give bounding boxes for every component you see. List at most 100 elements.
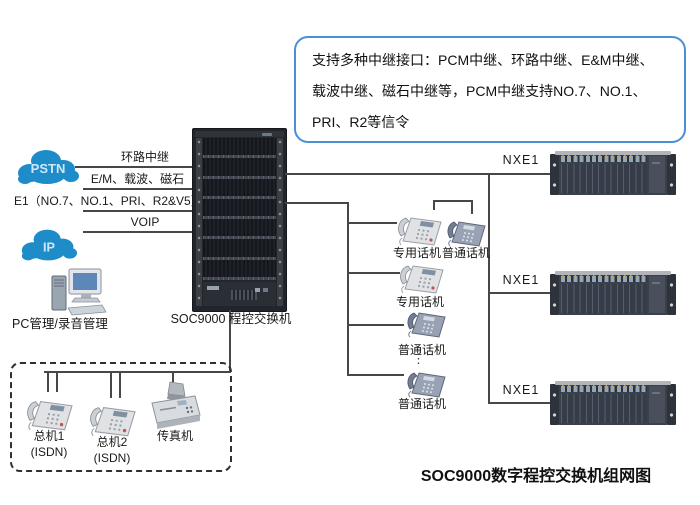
shelf-body <box>559 385 667 425</box>
card-ejectors <box>561 385 647 392</box>
voip-trunk-label: VOIP <box>130 215 160 229</box>
connector-line <box>119 371 121 398</box>
connector-line <box>347 374 404 376</box>
diagram-title: SOC9000数字程控交换机组网图 <box>420 468 652 485</box>
connector-line <box>433 200 435 210</box>
basic-phone-icon <box>407 312 446 338</box>
connector-line <box>44 371 231 373</box>
keyphone-icon <box>398 217 442 246</box>
pc-label: PC管理/录音管理 <box>12 317 108 331</box>
card-slots <box>561 284 647 313</box>
basic-phone-icon <box>407 372 446 398</box>
phone-label: 专用话机 <box>395 295 444 309</box>
connector-line <box>285 173 550 175</box>
shelf-body <box>559 275 667 315</box>
connector-line <box>110 371 112 398</box>
card-slots <box>561 164 647 193</box>
mounting-ear <box>550 154 559 195</box>
connector-line <box>488 173 490 403</box>
connector-line <box>347 272 400 274</box>
soc9000-rack <box>192 128 287 312</box>
loop-trunk-label: 环路中继 <box>120 150 169 164</box>
shelf-top-edge <box>555 151 671 155</box>
rack-shelf <box>203 158 276 179</box>
nxe1-shelf-1 <box>550 151 676 195</box>
connector-line <box>47 371 49 392</box>
mounting-ear <box>550 384 559 425</box>
connector-line <box>83 210 192 212</box>
phone-label: 专用话机 <box>392 246 441 260</box>
basic-phone-icon <box>447 221 486 247</box>
rack-port <box>263 288 268 292</box>
connector-line <box>229 310 231 373</box>
extension-label: 总机2 <box>96 435 128 449</box>
connector-line <box>471 200 473 214</box>
rack-vent <box>231 290 257 300</box>
side-panel <box>649 386 665 423</box>
callout-line-1: 支持多种中继接口：PCM中继、环路中继、E&M中继、 <box>312 52 654 68</box>
side-panel <box>649 276 665 313</box>
phone-label: 普通话机 <box>441 246 490 260</box>
side-panel <box>649 156 665 193</box>
rack-base-panel <box>203 282 276 306</box>
connector-line <box>347 202 349 376</box>
mounting-ear <box>667 154 676 195</box>
nxe1-label-3: NXE1 <box>502 383 540 397</box>
keyphone-icon <box>90 407 136 437</box>
shelf-top-edge <box>555 271 671 275</box>
rack-top-cap <box>195 131 284 137</box>
connector-line <box>83 188 192 190</box>
nxe1-label-2: NXE1 <box>502 273 540 287</box>
nxe1-shelf-2 <box>550 271 676 315</box>
connector-line <box>347 324 404 326</box>
extension-group-box <box>10 362 232 472</box>
connector-line <box>285 202 349 204</box>
rack-shelf <box>203 178 276 200</box>
rack-card-shelves <box>203 138 276 281</box>
connector-line <box>347 222 397 224</box>
pstn-cloud-icon: PSTN <box>18 150 79 184</box>
card-ejectors <box>561 275 647 282</box>
em-trunk-label: E/M、载波、磁石 <box>90 172 185 186</box>
rack-shelf <box>203 138 276 159</box>
keyphone-icon <box>27 401 73 431</box>
fax-icon <box>151 381 201 429</box>
extension-label: 总机1 <box>33 429 65 443</box>
mounting-ear <box>667 274 676 315</box>
rack-shelf <box>203 259 276 281</box>
connector-line <box>488 402 550 404</box>
ip-cloud-label: IP <box>43 240 56 254</box>
rack-rail-left <box>196 138 202 306</box>
shelf-body <box>559 155 667 195</box>
connector-line <box>488 292 550 294</box>
connector-line <box>172 371 174 385</box>
callout-note: 支持多种中继接口：PCM中继、环路中继、E&M中继、 载波中继、磁石中继等，PC… <box>294 36 686 143</box>
nxe1-shelf-3 <box>550 381 676 425</box>
connector-line <box>56 371 58 392</box>
phone-label: 普通话机 <box>397 397 446 411</box>
connector-line <box>83 231 192 233</box>
callout-line-3: PRI、R2等信令 <box>312 114 410 130</box>
connector-line <box>75 166 192 168</box>
rack-badge <box>207 286 219 290</box>
e1-trunk-label: E1（NO.7、NO.1、PRI、R2&V5） <box>14 194 203 208</box>
mounting-ear <box>550 274 559 315</box>
soc9000-rack-label: SOC9000 程控交换机 <box>170 312 292 326</box>
ellipsis-dots: ⋮ <box>412 351 425 366</box>
pstn-cloud-label: PSTN <box>31 161 66 176</box>
fax-label: 传真机 <box>156 429 193 443</box>
rack-shelf <box>203 239 276 260</box>
rack-shelf <box>203 219 276 240</box>
rack-shelf <box>203 198 276 220</box>
keyphone-icon <box>400 265 444 294</box>
nxe1-label-1: NXE1 <box>502 153 540 167</box>
connector-line <box>433 200 473 202</box>
phone-label: 普通话机 <box>397 343 446 357</box>
pc-icon <box>51 268 107 316</box>
card-slots <box>561 394 647 423</box>
shelf-top-edge <box>555 381 671 385</box>
mounting-ear <box>667 384 676 425</box>
extension-sublabel: (ISDN) <box>30 445 68 459</box>
rack-port <box>255 288 260 292</box>
